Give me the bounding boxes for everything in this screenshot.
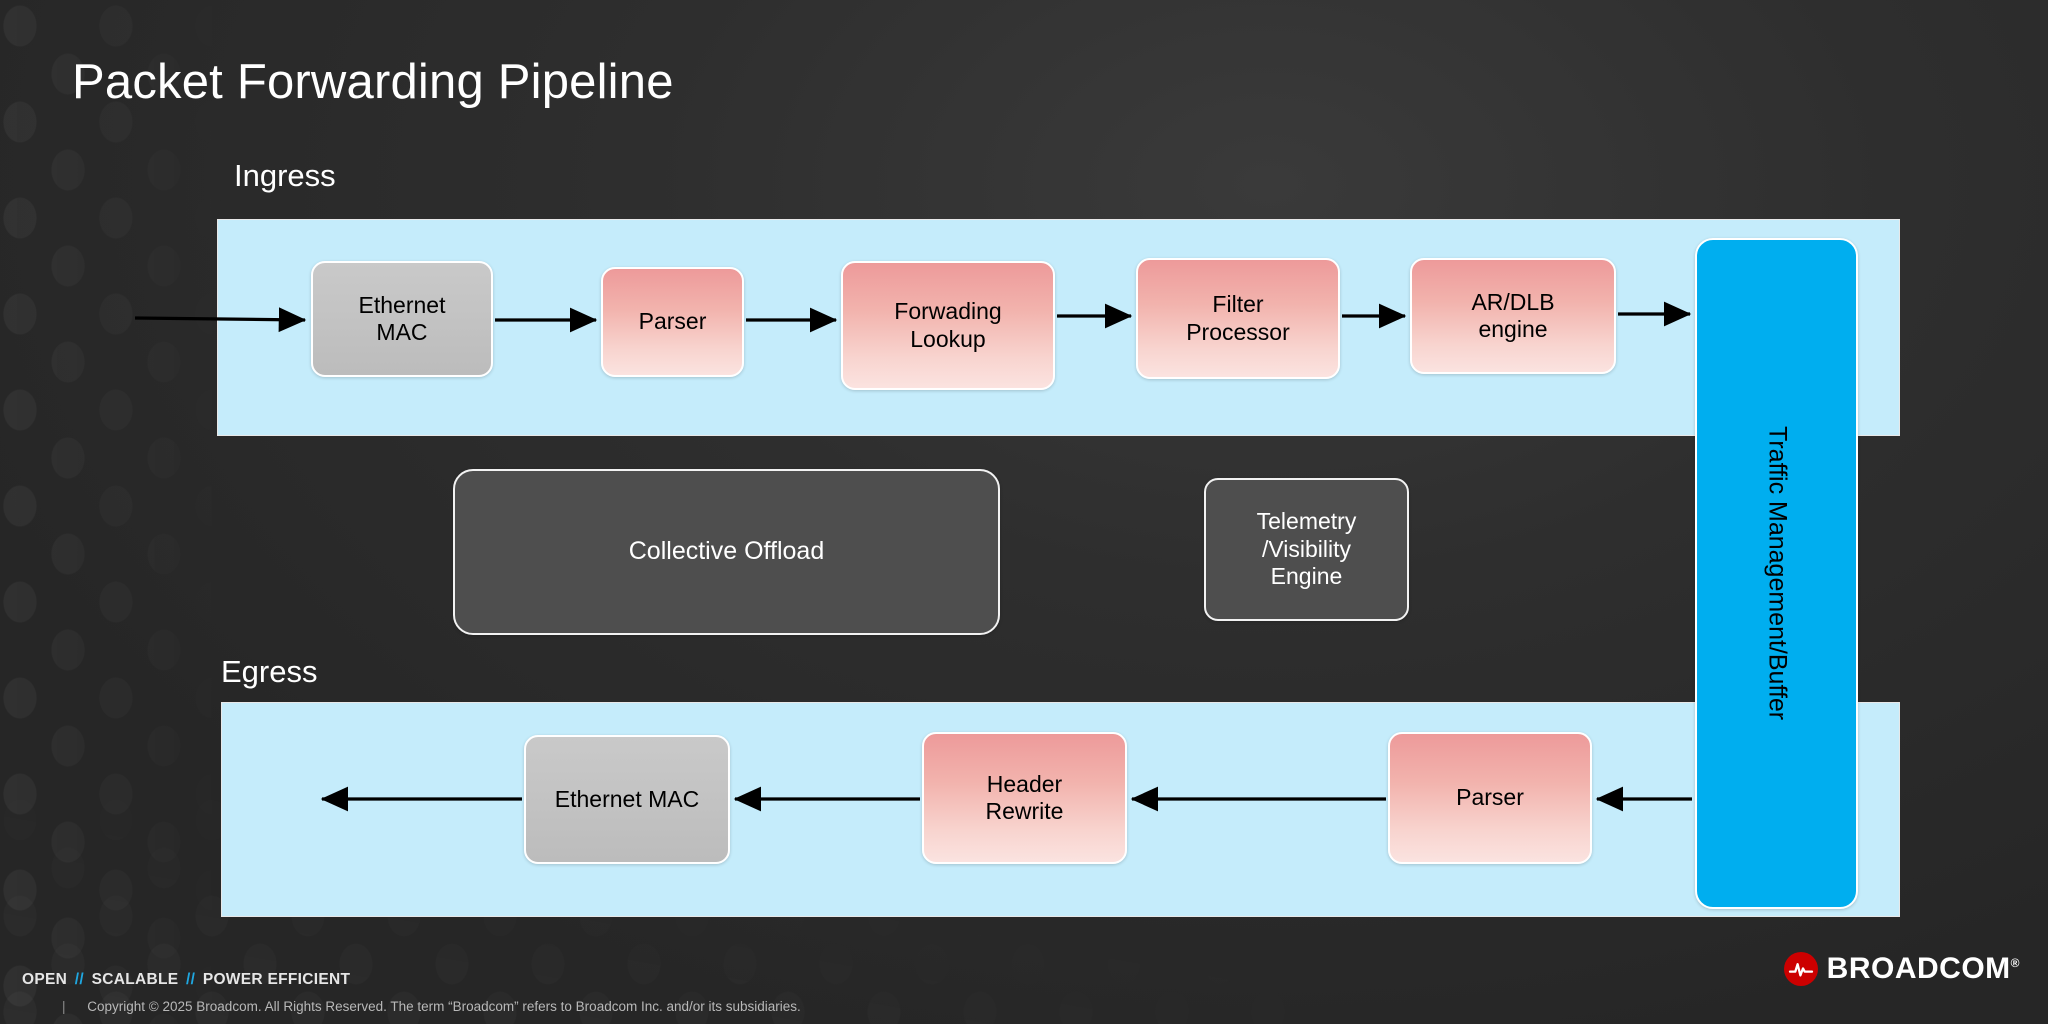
broadcom-logo: BROADCOM®: [1783, 952, 2020, 986]
section-label-ingress: Ingress: [234, 158, 336, 193]
footer-tagline: OPEN // SCALABLE // POWER EFFICIENT: [22, 971, 350, 989]
node-traffic-management-buffer[interactable]: Traffic Management/Buffer: [1695, 238, 1858, 909]
node-collective-offload[interactable]: Collective Offload: [453, 469, 1000, 635]
tagline-power-efficient: POWER EFFICIENT: [202, 971, 351, 988]
brand-trademark: ®: [2010, 956, 2020, 970]
brand-name-text: BROADCOM: [1826, 952, 2011, 985]
tagline-open: OPEN: [22, 971, 68, 988]
node-traffic-management-label: Traffic Management/Buffer: [1763, 426, 1792, 721]
ingress-band: [217, 219, 1900, 436]
footer-copyright-row: | Copyright © 2025 Broadcom. All Rights …: [62, 999, 801, 1014]
tagline-scalable: SCALABLE: [91, 971, 179, 988]
pulse-wave-icon: [1783, 952, 1818, 986]
tagline-separator-1: //: [74, 971, 84, 988]
node-egress-ethernet-mac[interactable]: Ethernet MAC: [524, 735, 730, 864]
node-ingress-parser[interactable]: Parser: [601, 267, 744, 377]
page-title: Packet Forwarding Pipeline: [72, 55, 674, 109]
tagline-separator-2: //: [185, 971, 196, 988]
section-label-egress: Egress: [221, 654, 318, 689]
footer-copyright-text: Copyright © 2025 Broadcom. All Rights Re…: [87, 999, 801, 1014]
brand-name: BROADCOM®: [1827, 952, 2020, 986]
footer-divider: |: [62, 999, 66, 1014]
node-egress-parser[interactable]: Parser: [1388, 732, 1592, 864]
